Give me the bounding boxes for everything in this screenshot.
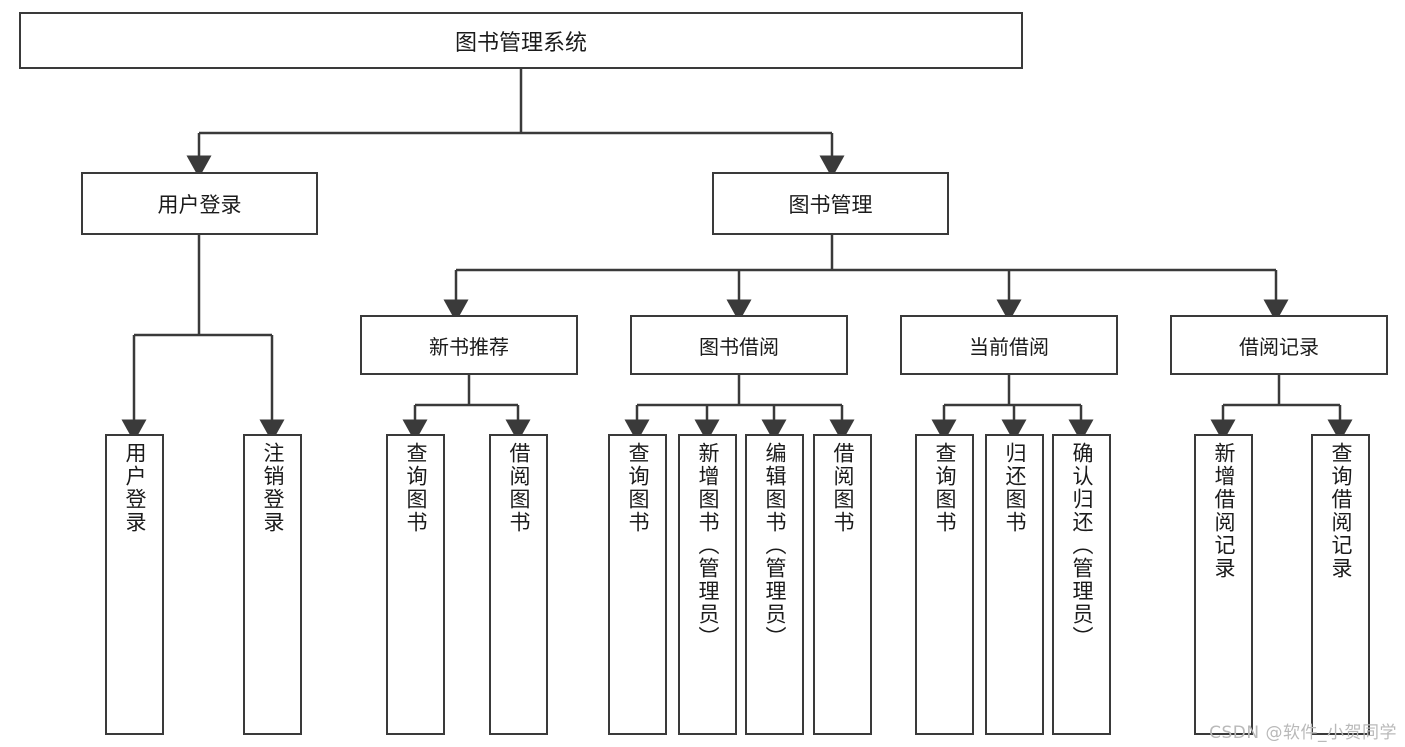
watermark: CSDN @软件_小贺同学 — [1209, 723, 1397, 743]
leaf-current-return-book[interactable]: 归还图书 — [985, 434, 1044, 735]
leaf-borrow-edit-book-label: 编辑图书（管理员） — [763, 442, 787, 649]
node-root[interactable]: 图书管理系统 — [19, 12, 1023, 69]
leaf-record-query-label: 查询借阅记录 — [1329, 442, 1353, 580]
node-new-book-recommend[interactable]: 新书推荐 — [360, 315, 578, 375]
node-user-login[interactable]: 用户登录 — [81, 172, 318, 235]
leaf-user-logout[interactable]: 注销登录 — [243, 434, 302, 735]
leaf-borrow-query-book[interactable]: 查询图书 — [608, 434, 667, 735]
leaf-borrow-add-book[interactable]: 新增图书（管理员） — [678, 434, 737, 735]
leaf-current-confirm-return-label: 确认归还（管理员） — [1070, 442, 1094, 649]
leaf-borrow-edit-book[interactable]: 编辑图书（管理员） — [745, 434, 804, 735]
leaf-record-add-label: 新增借阅记录 — [1212, 442, 1236, 580]
leaf-borrow-borrow-book[interactable]: 借阅图书 — [813, 434, 872, 735]
node-borrow-record[interactable]: 借阅记录 — [1170, 315, 1388, 375]
leaf-current-confirm-return[interactable]: 确认归还（管理员） — [1052, 434, 1111, 735]
leaf-user-login[interactable]: 用户登录 — [105, 434, 164, 735]
leaf-newbook-borrow-label: 借阅图书 — [507, 442, 531, 534]
leaf-borrow-borrow-book-label: 借阅图书 — [831, 442, 855, 534]
node-current-borrow[interactable]: 当前借阅 — [900, 315, 1118, 375]
node-current-borrow-label: 当前借阅 — [969, 334, 1049, 359]
leaf-record-add[interactable]: 新增借阅记录 — [1194, 434, 1253, 735]
node-borrow-record-label: 借阅记录 — [1239, 334, 1319, 359]
leaf-newbook-query[interactable]: 查询图书 — [386, 434, 445, 735]
node-book-management-label: 图书管理 — [788, 192, 873, 217]
node-root-label: 图书管理系统 — [454, 30, 587, 56]
leaf-borrow-query-book-label: 查询图书 — [626, 442, 650, 534]
leaf-newbook-query-label: 查询图书 — [404, 442, 428, 534]
leaf-current-query-book[interactable]: 查询图书 — [915, 434, 974, 735]
leaf-current-return-book-label: 归还图书 — [1003, 442, 1027, 534]
node-book-borrow-label: 图书借阅 — [699, 334, 779, 359]
leaf-newbook-borrow[interactable]: 借阅图书 — [489, 434, 548, 735]
node-book-borrow[interactable]: 图书借阅 — [630, 315, 848, 375]
leaf-borrow-add-book-label: 新增图书（管理员） — [696, 442, 720, 649]
leaf-current-query-book-label: 查询图书 — [933, 442, 957, 534]
leaf-user-logout-label: 注销登录 — [261, 442, 285, 534]
leaf-user-login-label: 用户登录 — [123, 442, 147, 534]
node-user-login-label: 用户登录 — [157, 192, 242, 217]
node-book-management[interactable]: 图书管理 — [712, 172, 949, 235]
leaf-record-query[interactable]: 查询借阅记录 — [1311, 434, 1370, 735]
node-new-book-recommend-label: 新书推荐 — [429, 334, 509, 359]
